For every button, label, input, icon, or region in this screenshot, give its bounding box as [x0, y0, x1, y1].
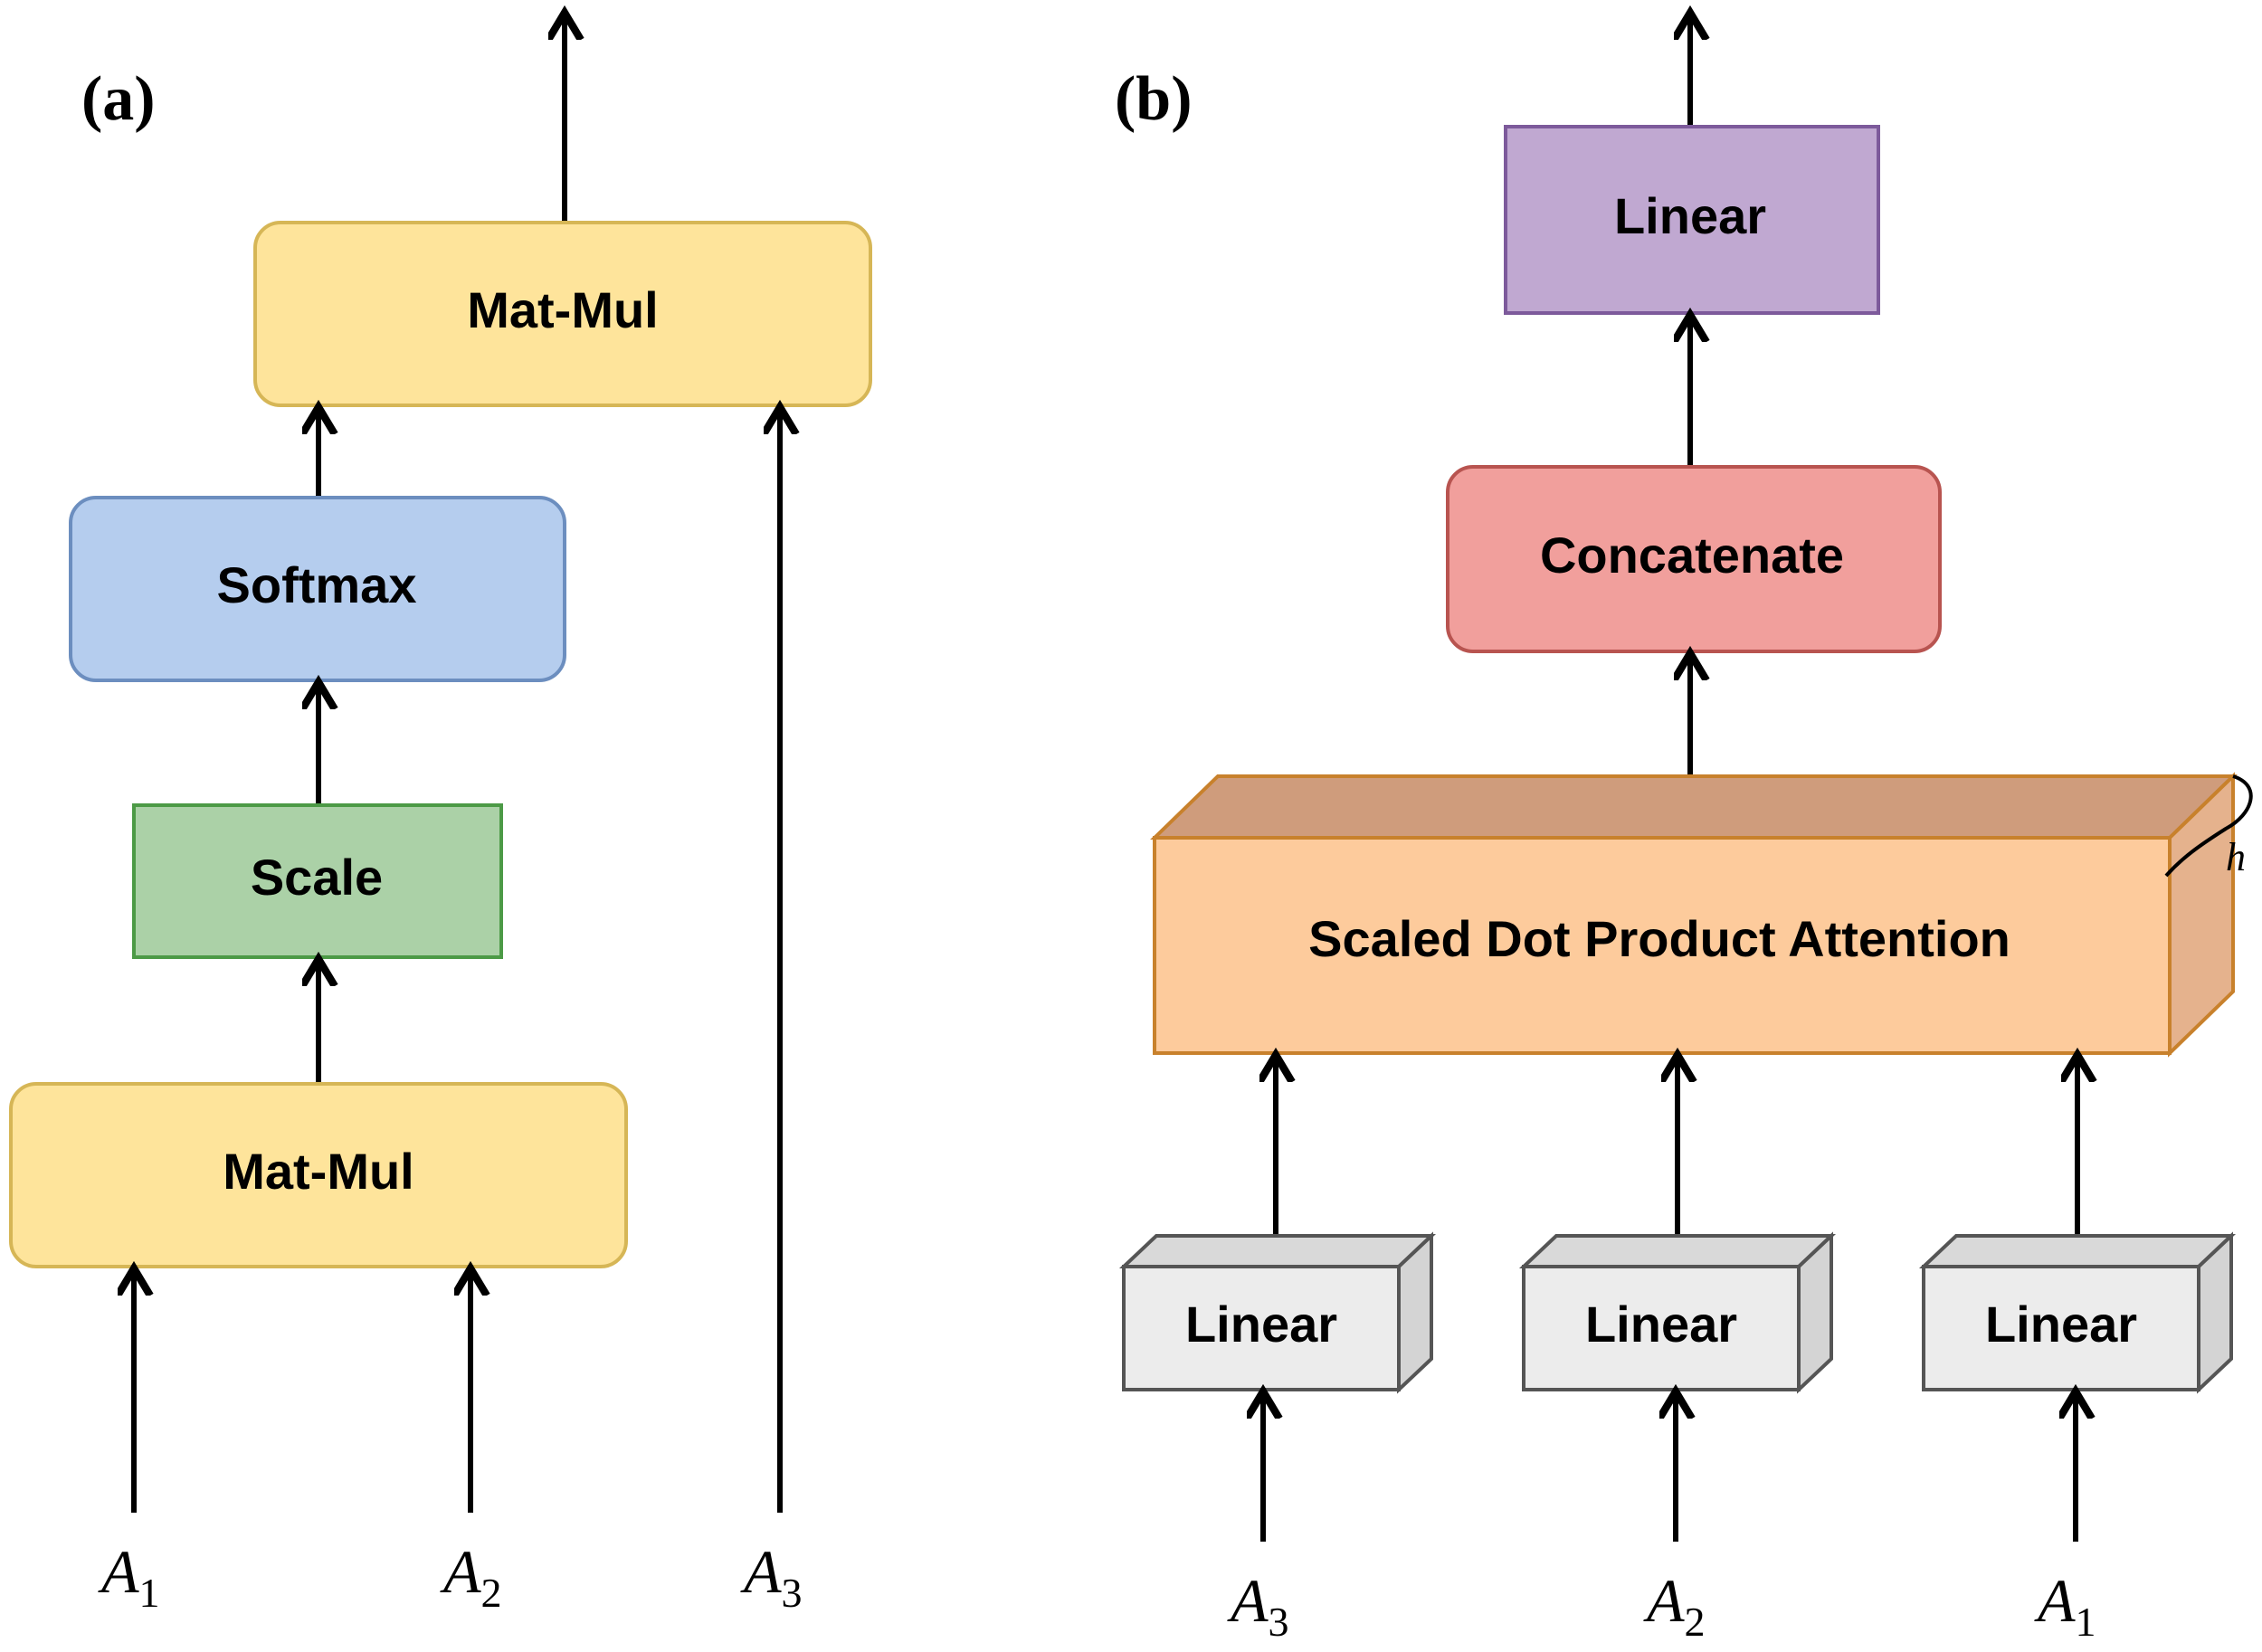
panel-a-label: (a): [81, 64, 156, 134]
b-linear-right-label: Linear: [1985, 1296, 2137, 1353]
panel-b: (b) Linear Concatenate Scaled Dot Produc…: [1115, 13, 2253, 1645]
b-linear-right-box: Linear: [1918, 1231, 2237, 1394]
b-input-a2-label: A2: [1643, 1566, 1706, 1645]
b-concatenate-label: Concatenate: [1540, 527, 1844, 584]
b-linear-top-label: Linear: [1614, 187, 1766, 244]
b-linear-top-box: Linear: [1504, 125, 1880, 315]
b-concatenate-box: Concatenate: [1446, 465, 1942, 653]
a-scale-label: Scale: [251, 849, 383, 906]
b-attention-label: Scaled Dot Product Attention: [1308, 910, 2010, 967]
a-scale-box: Scale: [132, 803, 503, 959]
b-linear-left-label: Linear: [1185, 1296, 1337, 1353]
b-input-a3-label: A3: [1227, 1566, 1289, 1645]
b-attention-box: Scaled Dot Product Attention: [1150, 772, 2238, 1058]
b-linear-left-box: Linear: [1118, 1231, 1437, 1394]
a-matmul-top-label: Mat-Mul: [467, 281, 659, 338]
a-input-a2-label: A2: [440, 1537, 502, 1616]
b-linear-middle-label: Linear: [1585, 1296, 1737, 1353]
a-matmul-bottom-box: Mat-Mul: [9, 1082, 628, 1268]
b-linear-middle-box: Linear: [1518, 1231, 1837, 1394]
a-matmul-top-box: Mat-Mul: [253, 221, 872, 407]
b-heads-brace: h: [2164, 774, 2253, 879]
a-input-a1-label: A1: [98, 1537, 160, 1616]
a-input-a3-label: A3: [740, 1537, 803, 1616]
a-softmax-label: Softmax: [217, 556, 417, 613]
b-heads-label: h: [2226, 835, 2246, 879]
a-softmax-box: Softmax: [69, 496, 566, 682]
b-input-a1-label: A1: [2034, 1566, 2096, 1645]
panel-b-label: (b): [1115, 64, 1193, 134]
panel-a: (a) Mat-Mul Softmax Scale Mat-Mul: [9, 13, 872, 1616]
a-matmul-bottom-label: Mat-Mul: [223, 1143, 414, 1200]
